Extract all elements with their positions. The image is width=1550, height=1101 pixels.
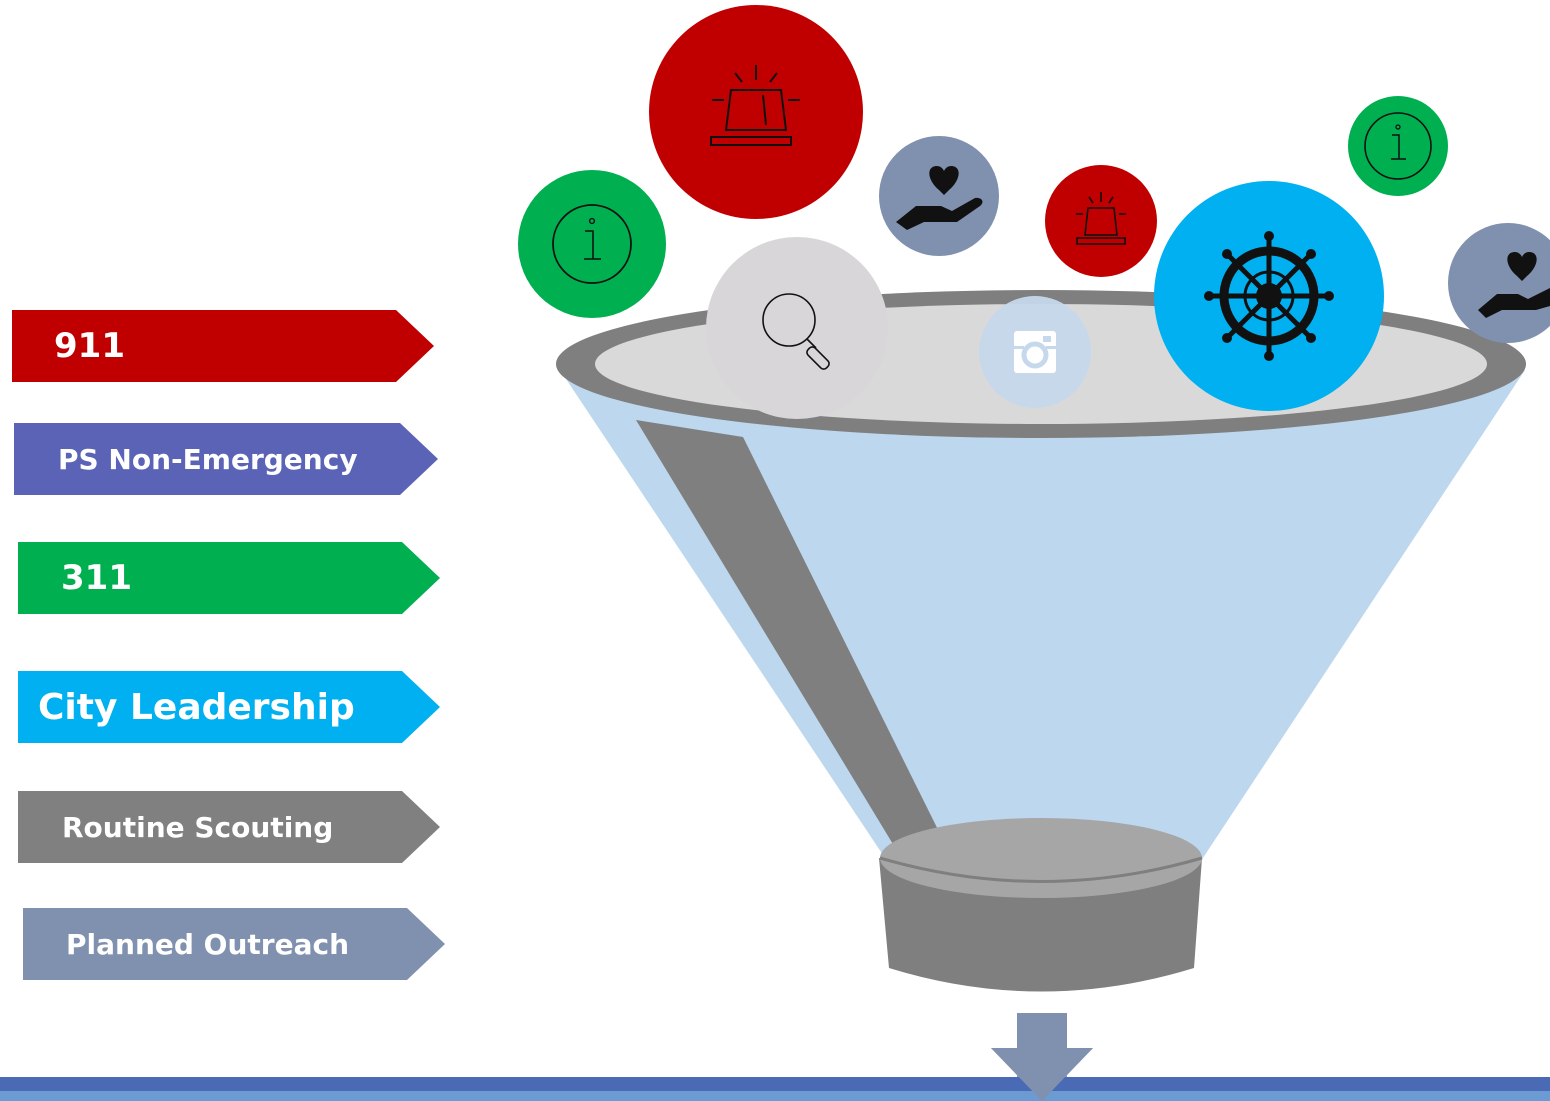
funnel-chute — [636, 420, 962, 878]
info-icon — [552, 204, 632, 284]
heart-in-hand-icon — [1478, 252, 1550, 318]
source-tag-ps-non-emergency: PS Non-Emergency — [14, 423, 438, 495]
source-tag-911-label: 911 — [54, 326, 125, 366]
bubble-outreach — [879, 136, 999, 256]
funnel-body — [560, 370, 1525, 870]
source-tag-routine-scouting: Routine Scouting — [18, 791, 440, 863]
bubble-911-large — [649, 5, 863, 219]
source-tag-911: 911 — [12, 310, 434, 382]
bubble-social — [979, 296, 1091, 408]
funnel-spout — [879, 818, 1203, 992]
bottom-band-bottom — [0, 1091, 1550, 1101]
source-tag-city-leadership-label: City Leadership — [38, 686, 355, 728]
bubble-scouting — [706, 237, 888, 419]
magnifier-icon — [762, 293, 830, 370]
ship-wheel-icon — [1204, 231, 1334, 361]
bottom-band-top — [0, 1077, 1550, 1091]
alarm-light-icon — [1076, 192, 1126, 245]
source-tag-routine-scouting-label: Routine Scouting — [62, 810, 334, 844]
source-tag-planned-outreach: Planned Outreach — [23, 908, 445, 980]
alarm-light-icon — [710, 65, 800, 146]
bubble-911-small — [1045, 165, 1157, 277]
source-tag-311-label: 311 — [61, 558, 132, 598]
heart-in-hand-icon — [896, 166, 983, 230]
bubble-outreach-right — [1448, 223, 1550, 343]
output-arrow — [991, 1013, 1093, 1101]
info-icon — [1364, 112, 1432, 180]
instagram-icon — [1014, 331, 1056, 373]
source-tag-city-leadership: City Leadership — [18, 671, 440, 743]
bubble-311-large — [518, 170, 666, 318]
source-tag-311: 311 — [18, 542, 440, 614]
source-tag-planned-outreach-label: Planned Outreach — [66, 927, 350, 961]
bubble-city-leadership — [1154, 181, 1384, 411]
source-tag-ps-non-emergency-label: PS Non-Emergency — [58, 442, 358, 476]
bubble-311-small — [1348, 96, 1448, 196]
